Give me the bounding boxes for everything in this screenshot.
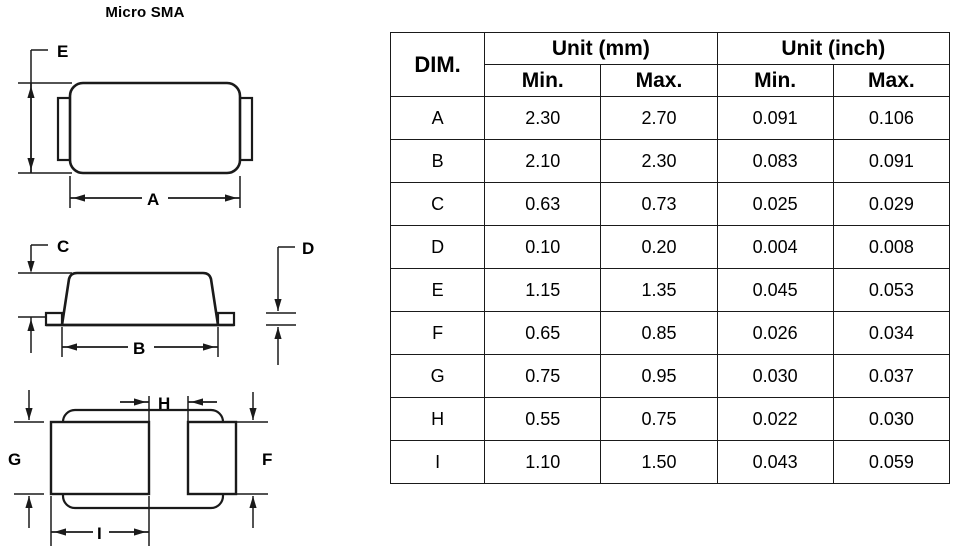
cell-mm-min: 0.63 xyxy=(484,182,602,226)
dimension-label-H: H xyxy=(158,394,170,413)
cell-dim: I xyxy=(389,440,486,484)
cell-dim: F xyxy=(389,311,486,355)
column-header-inch-min: Min. xyxy=(716,64,834,97)
table-header: DIM. Unit (mm) Unit (inch) Min. Max. Min… xyxy=(389,32,951,97)
table-header-row-units: DIM. Unit (mm) Unit (inch) xyxy=(389,32,951,97)
cell-inch-min: 0.026 xyxy=(716,311,834,355)
cell-mm-max: 2.30 xyxy=(600,139,718,183)
dimension-label-G: G xyxy=(8,450,21,469)
table-header-row-minmax: Min. Max. Min. Max. xyxy=(391,64,951,97)
cell-inch-min: 0.025 xyxy=(716,182,834,226)
cell-mm-min: 0.10 xyxy=(484,225,602,269)
cell-inch-max: 0.030 xyxy=(832,397,951,441)
dimension-label-D: D xyxy=(302,239,314,258)
cell-inch-max: 0.008 xyxy=(832,225,951,269)
top-view: E A xyxy=(0,28,380,223)
cell-dim: G xyxy=(389,354,486,398)
cell-inch-max: 0.053 xyxy=(832,268,951,312)
cell-inch-max: 0.106 xyxy=(832,96,951,140)
cell-mm-max: 0.75 xyxy=(600,397,718,441)
column-header-dim: DIM. xyxy=(389,32,486,97)
cell-mm-min: 0.55 xyxy=(484,397,602,441)
dimension-label-C: C xyxy=(57,237,69,256)
cell-mm-max: 1.50 xyxy=(600,440,718,484)
cell-mm-max: 0.20 xyxy=(600,225,718,269)
cell-inch-min: 0.004 xyxy=(716,225,834,269)
cell-dim: H xyxy=(389,397,486,441)
cell-mm-max: 0.73 xyxy=(600,182,718,226)
cell-inch-max: 0.091 xyxy=(832,139,951,183)
page-title: Micro SMA xyxy=(105,4,185,21)
side-view: C B xyxy=(0,225,380,370)
dimension-label-A: A xyxy=(147,190,159,209)
dimension-label-B: B xyxy=(133,339,145,358)
cell-inch-max: 0.029 xyxy=(832,182,951,226)
cell-mm-min: 2.10 xyxy=(484,139,602,183)
column-header-mm-max: Max. xyxy=(600,64,718,97)
package-drawings: Micro SMA E xyxy=(0,0,380,552)
bottom-view: G H F I xyxy=(0,370,380,557)
cell-mm-max: 2.70 xyxy=(600,96,718,140)
cell-inch-max: 0.059 xyxy=(832,440,951,484)
cell-mm-max: 0.95 xyxy=(600,354,718,398)
cell-dim: D xyxy=(389,225,486,269)
cell-inch-min: 0.030 xyxy=(716,354,834,398)
cell-inch-min: 0.022 xyxy=(716,397,834,441)
cell-mm-max: 1.35 xyxy=(600,268,718,312)
column-header-unit-inch: Unit (inch) xyxy=(716,32,951,65)
cell-inch-max: 0.034 xyxy=(832,311,951,355)
cell-dim: A xyxy=(389,96,486,140)
column-header-mm-min: Min. xyxy=(484,64,602,97)
cell-mm-min: 0.75 xyxy=(484,354,602,398)
cell-inch-max: 0.037 xyxy=(832,354,951,398)
dimension-table: DIM. Unit (mm) Unit (inch) Min. Max. Min… xyxy=(389,32,951,484)
dimension-label-I: I xyxy=(97,524,102,543)
dimension-label-E: E xyxy=(57,42,68,61)
cell-inch-min: 0.045 xyxy=(716,268,834,312)
dimension-label-F: F xyxy=(262,450,272,469)
cell-inch-min: 0.091 xyxy=(716,96,834,140)
column-header-unit-mm: Unit (mm) xyxy=(484,32,718,65)
cell-mm-min: 1.15 xyxy=(484,268,602,312)
cell-mm-min: 2.30 xyxy=(484,96,602,140)
cell-mm-min: 1.10 xyxy=(484,440,602,484)
cell-dim: C xyxy=(389,182,486,226)
cell-mm-max: 0.85 xyxy=(600,311,718,355)
column-header-inch-max: Max. xyxy=(832,64,951,97)
cell-inch-min: 0.083 xyxy=(716,139,834,183)
cell-dim: E xyxy=(389,268,486,312)
cell-mm-min: 0.65 xyxy=(484,311,602,355)
cell-inch-min: 0.043 xyxy=(716,440,834,484)
cell-dim: B xyxy=(389,139,486,183)
